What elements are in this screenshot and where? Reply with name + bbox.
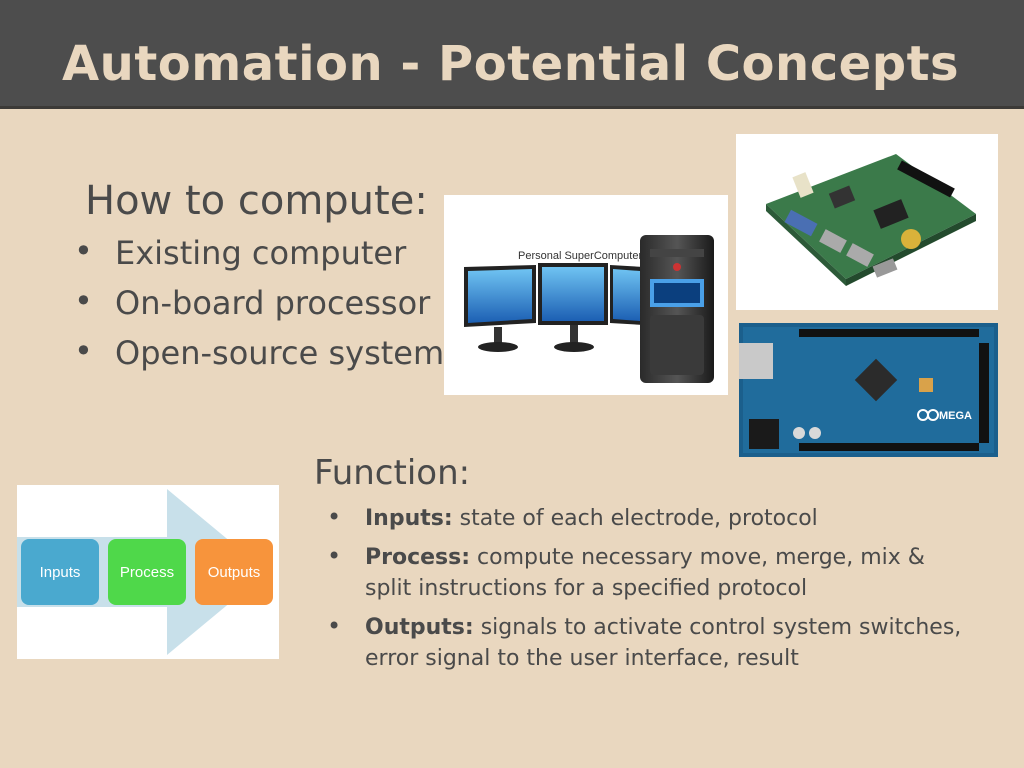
monitor-icon xyxy=(464,263,644,352)
bullet-icon: • xyxy=(74,332,93,370)
arduino-label: MEGA xyxy=(939,410,972,422)
title-bar: Automation - Potential Concepts xyxy=(0,0,1024,109)
list-item-text: signals to activate control system switc… xyxy=(365,615,962,671)
flow-diagram-graphic: Inputs Process Outputs xyxy=(17,489,273,655)
flow-step-process: Process xyxy=(108,539,186,605)
slide-title: Automation - Potential Concepts xyxy=(62,36,960,92)
supercomputer-illustration: Personal SuperComputer xyxy=(464,235,714,383)
bullet-icon: • xyxy=(327,503,342,531)
flow-step-label: Outputs xyxy=(208,564,261,581)
flow-diagram: Inputs Process Outputs xyxy=(17,485,279,659)
arduino-illustration: MEGA xyxy=(739,323,998,457)
list-item-text: Open-source system xyxy=(115,334,445,372)
list-item: • Process: compute necessary move, merge,… xyxy=(327,542,977,604)
motherboard-image xyxy=(736,134,998,310)
flow-step-label: Inputs xyxy=(40,564,81,581)
compute-list: • Existing computer • On-board processor •… xyxy=(74,232,445,384)
tower-icon xyxy=(640,235,714,383)
list-item-term: Process: xyxy=(365,545,471,570)
flow-step-outputs: Outputs xyxy=(195,539,273,605)
bullet-icon: • xyxy=(327,542,342,570)
bullet-icon: • xyxy=(74,232,93,270)
arduino-image: MEGA xyxy=(739,323,998,457)
pc-label: Personal SuperComputer xyxy=(518,250,642,262)
bullet-icon: • xyxy=(327,612,342,640)
list-item-term: Outputs: xyxy=(365,615,474,640)
supercomputer-image: Personal SuperComputer xyxy=(444,195,728,395)
function-list: • Inputs: state of each electrode, protoc… xyxy=(327,503,977,682)
function-heading: Function: xyxy=(314,453,471,493)
list-item: • Outputs: signals to activate control sy… xyxy=(327,612,977,674)
list-item-text: compute necessary move, merge, mix & spl… xyxy=(365,545,925,601)
list-item: • Open-source system xyxy=(74,332,445,384)
list-item: • Inputs: state of each electrode, protoc… xyxy=(327,503,977,534)
list-item-term: Inputs: xyxy=(365,506,453,531)
list-item-text: On-board processor xyxy=(115,284,431,322)
flow-step-inputs: Inputs xyxy=(21,539,99,605)
bullet-icon: • xyxy=(74,282,93,320)
list-item: • Existing computer xyxy=(74,232,444,284)
flow-step-label: Process xyxy=(120,564,174,581)
list-item: • On-board processor xyxy=(74,282,444,334)
list-item-text: Existing computer xyxy=(115,234,407,272)
compute-heading: How to compute: xyxy=(85,178,428,224)
list-item-text: state of each electrode, protocol xyxy=(452,506,818,531)
motherboard-illustration xyxy=(766,154,976,286)
